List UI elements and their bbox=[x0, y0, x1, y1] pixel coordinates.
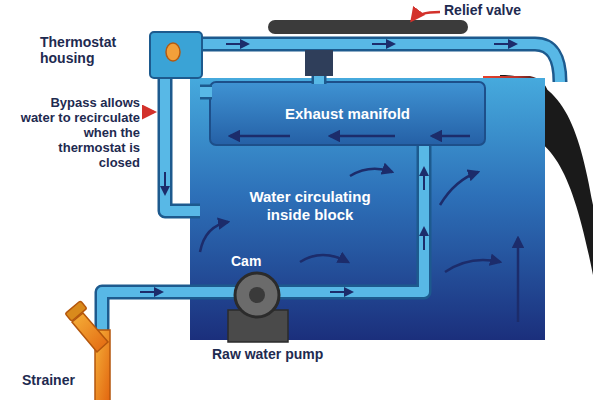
callout-arrow bbox=[412, 12, 440, 20]
part-label: Relief valve bbox=[444, 2, 564, 18]
pipe-outline bbox=[102, 44, 560, 332]
part-label: Thermostat housing bbox=[40, 34, 145, 66]
pipe bbox=[102, 44, 560, 332]
node-text: Exhaust manifold bbox=[285, 105, 410, 123]
engine-block: Water circulating inside block Exhaust ma… bbox=[190, 78, 545, 340]
pump-cam bbox=[249, 287, 265, 303]
thermostat-housing bbox=[150, 32, 202, 78]
note-label: Bypass allows water to recirculate when … bbox=[20, 96, 140, 171]
part-label: Raw water pump bbox=[212, 346, 362, 362]
flow-arrow bbox=[140, 44, 516, 292]
relief-valve-body bbox=[305, 50, 333, 76]
exhaust-manifold bbox=[210, 82, 485, 145]
relief-valve-cap bbox=[268, 20, 468, 34]
thermostat bbox=[166, 43, 180, 61]
pump-impeller bbox=[235, 273, 279, 317]
exhaust-manifold: Exhaust manifold bbox=[210, 82, 485, 145]
callout-arrow bbox=[142, 111, 154, 114]
part-label: Cam bbox=[231, 253, 291, 269]
node-text: Water circulating inside block bbox=[235, 188, 385, 224]
part-label: Strainer bbox=[22, 372, 92, 388]
engine-block bbox=[190, 78, 545, 340]
circulation-arrow bbox=[200, 136, 518, 322]
